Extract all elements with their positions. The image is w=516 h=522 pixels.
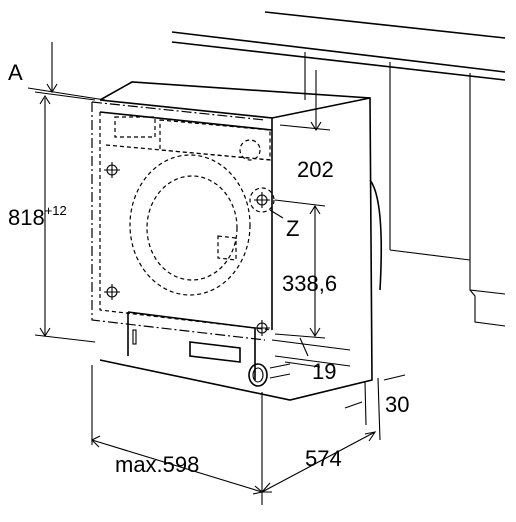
label-depth: 574 [305,446,342,471]
label-202: 202 [297,157,334,182]
label-height-main: 818 [8,205,45,230]
label-height-tol: +12 [45,203,67,218]
machine-body [99,81,383,401]
label-z: Z [286,216,299,241]
dim-30 [344,374,406,441]
screw-bottom-right [254,320,270,336]
dim-depth [260,431,377,493]
dim-202 [279,70,331,132]
screw-top-left [104,162,120,178]
screw-top-right [254,192,270,208]
dim-338 [269,199,326,339]
label-338: 338,6 [282,271,337,296]
dim-19 [271,337,351,368]
label-30: 30 [385,392,409,417]
label-19: 19 [312,359,336,384]
label-width: max.598 [115,452,199,477]
screw-bottom-left [104,284,120,300]
dim-a-marker [46,42,58,94]
label-a: A [8,60,23,85]
label-height: 818+12 [8,203,67,230]
dim-width [91,365,264,505]
niche-outline [91,101,266,341]
dim-height [27,87,106,343]
cabinet-outline [171,11,506,327]
